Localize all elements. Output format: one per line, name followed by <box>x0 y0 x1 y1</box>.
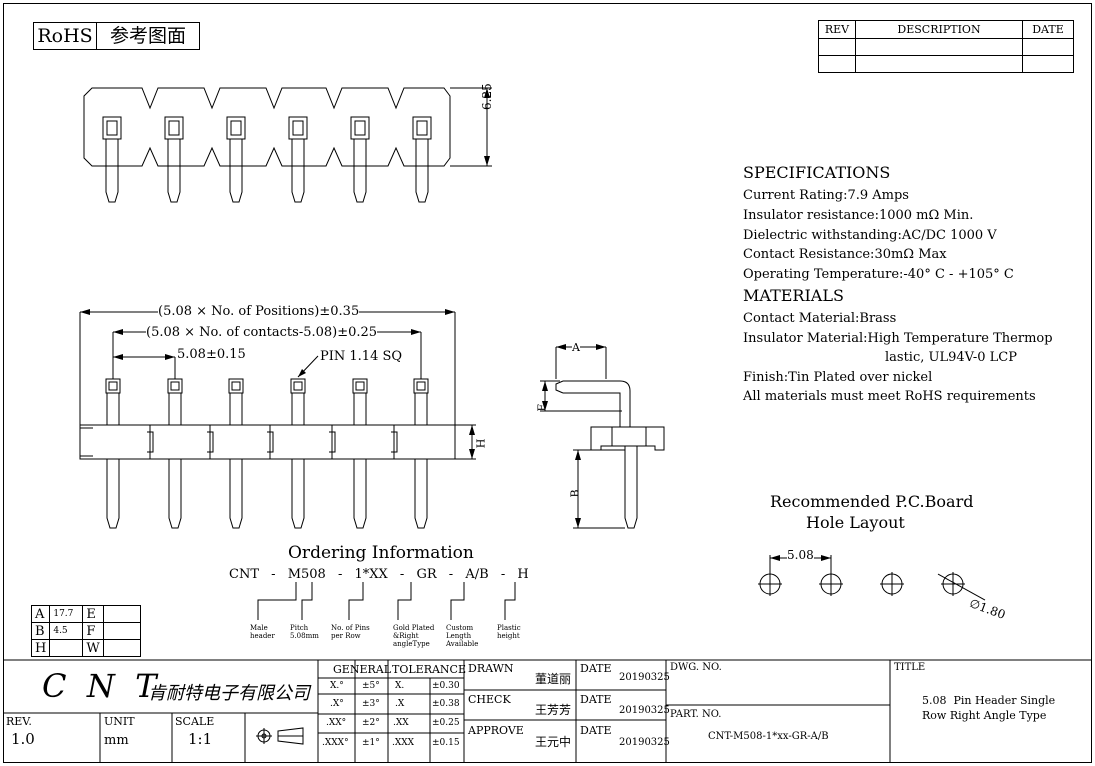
top-view-pins <box>102 116 432 203</box>
top-view-housing <box>83 87 451 167</box>
approve-date-label: DATE <box>580 724 612 737</box>
spec-line: Current Rating:7.9 Amps <box>743 188 909 203</box>
code-height: H <box>517 567 529 582</box>
dim-pin-size: PIN 1.14 SQ <box>320 349 403 364</box>
dim-positions: (5.08 × No. of Positions)±0.35 <box>158 304 360 319</box>
check-name: 王芳芳 <box>535 703 572 717</box>
scale-value: 1:1 <box>188 730 213 748</box>
part-no-label: PART. NO. <box>670 709 722 720</box>
code-length: A/B <box>465 567 489 582</box>
general-header: GENERAL <box>333 663 392 676</box>
unit-label: UNIT <box>104 715 135 728</box>
dim-H: H <box>474 438 488 449</box>
ordering-code: CNT - M508 - 1*XX - GR - A/B - H <box>229 567 529 582</box>
spec-line: Operating Temperature:-40° C - +105° C <box>743 267 1014 282</box>
dim-A: A <box>572 341 580 354</box>
dim-contacts: (5.08 × No. of contacts-5.08)±0.25 <box>146 325 378 340</box>
code-prefix: CNT <box>229 567 259 582</box>
material-line: lastic, UL94V-0 LCP <box>885 350 1017 365</box>
drawn-name: 董道丽 <box>535 672 572 686</box>
spec-line: Dielectric withstanding:AC/DC 1000 V <box>743 228 997 243</box>
front-view <box>79 378 456 529</box>
drawn-label: DRAWN <box>468 662 514 675</box>
material-line: All materials must meet RoHS requirement… <box>743 389 1036 404</box>
title-line-2: Row Right Angle Type <box>922 709 1047 722</box>
dim-height-625: 6.25 <box>480 83 494 110</box>
material-line: Insulator Material:High Temperature Ther… <box>743 331 1053 346</box>
code-pins: 1*XX <box>354 567 388 582</box>
spec-line: Insulator resistance:1000 mΩ Min. <box>743 208 974 223</box>
company-logo: C N T <box>42 667 157 705</box>
approve-name: 王元中 <box>535 735 572 749</box>
dwg-no-label: DWG. NO. <box>670 662 722 673</box>
tolerance-header: TOLERANCE <box>392 663 466 676</box>
code-plating: GR <box>416 567 437 582</box>
check-label: CHECK <box>468 693 511 706</box>
drawn-date-label: DATE <box>580 662 612 675</box>
material-line: Contact Material:Brass <box>743 311 897 326</box>
spec-line: Contact Resistance:30mΩ Max <box>743 247 947 262</box>
dim-E: E <box>535 403 549 412</box>
check-date: 20190325 <box>619 705 670 716</box>
title-label: TITLE <box>894 662 926 673</box>
materials-title: MATERIALS <box>743 286 844 305</box>
pcb-holes <box>758 555 986 601</box>
dim-B: B <box>568 489 582 498</box>
revision-table: REV DESCRIPTION DATE <box>818 20 1074 73</box>
rev-value: 1.0 <box>11 730 35 748</box>
pcb-title-1: Recommended P.C.Board <box>770 492 974 511</box>
company-name: 肯耐特电子有限公司 <box>148 683 310 704</box>
scale-label: SCALE <box>175 715 215 728</box>
dimension-table: A 17.7 E B 4.5 F H W <box>30 605 141 657</box>
ordering-title: Ordering Information <box>288 543 474 563</box>
approve-label: APPROVE <box>468 724 524 737</box>
rev-label: REV. <box>6 715 32 728</box>
title-line-1: 5.08 Pin Header Single <box>922 694 1056 707</box>
rev-header: REV <box>818 20 856 39</box>
dim-pitch: 5.08±0.15 <box>177 347 246 362</box>
drawing-border <box>3 3 1092 763</box>
part-no: CNT-M508-1*xx-GR-A/B <box>708 731 829 742</box>
pcb-title-2: Hole Layout <box>806 513 905 532</box>
specifications-title: SPECIFICATIONS <box>743 163 891 182</box>
drawn-date: 20190325 <box>619 672 670 683</box>
code-series: M508 <box>287 567 326 582</box>
side-view <box>555 380 665 529</box>
approve-date: 20190325 <box>619 737 670 748</box>
check-date-label: DATE <box>580 693 612 706</box>
material-line: Finish:Tin Plated over nickel <box>743 370 933 385</box>
unit-value: mm <box>104 733 129 748</box>
reference-drawing-box: 参考图面 <box>96 22 200 50</box>
pcb-pitch: 5.08 <box>787 548 814 562</box>
